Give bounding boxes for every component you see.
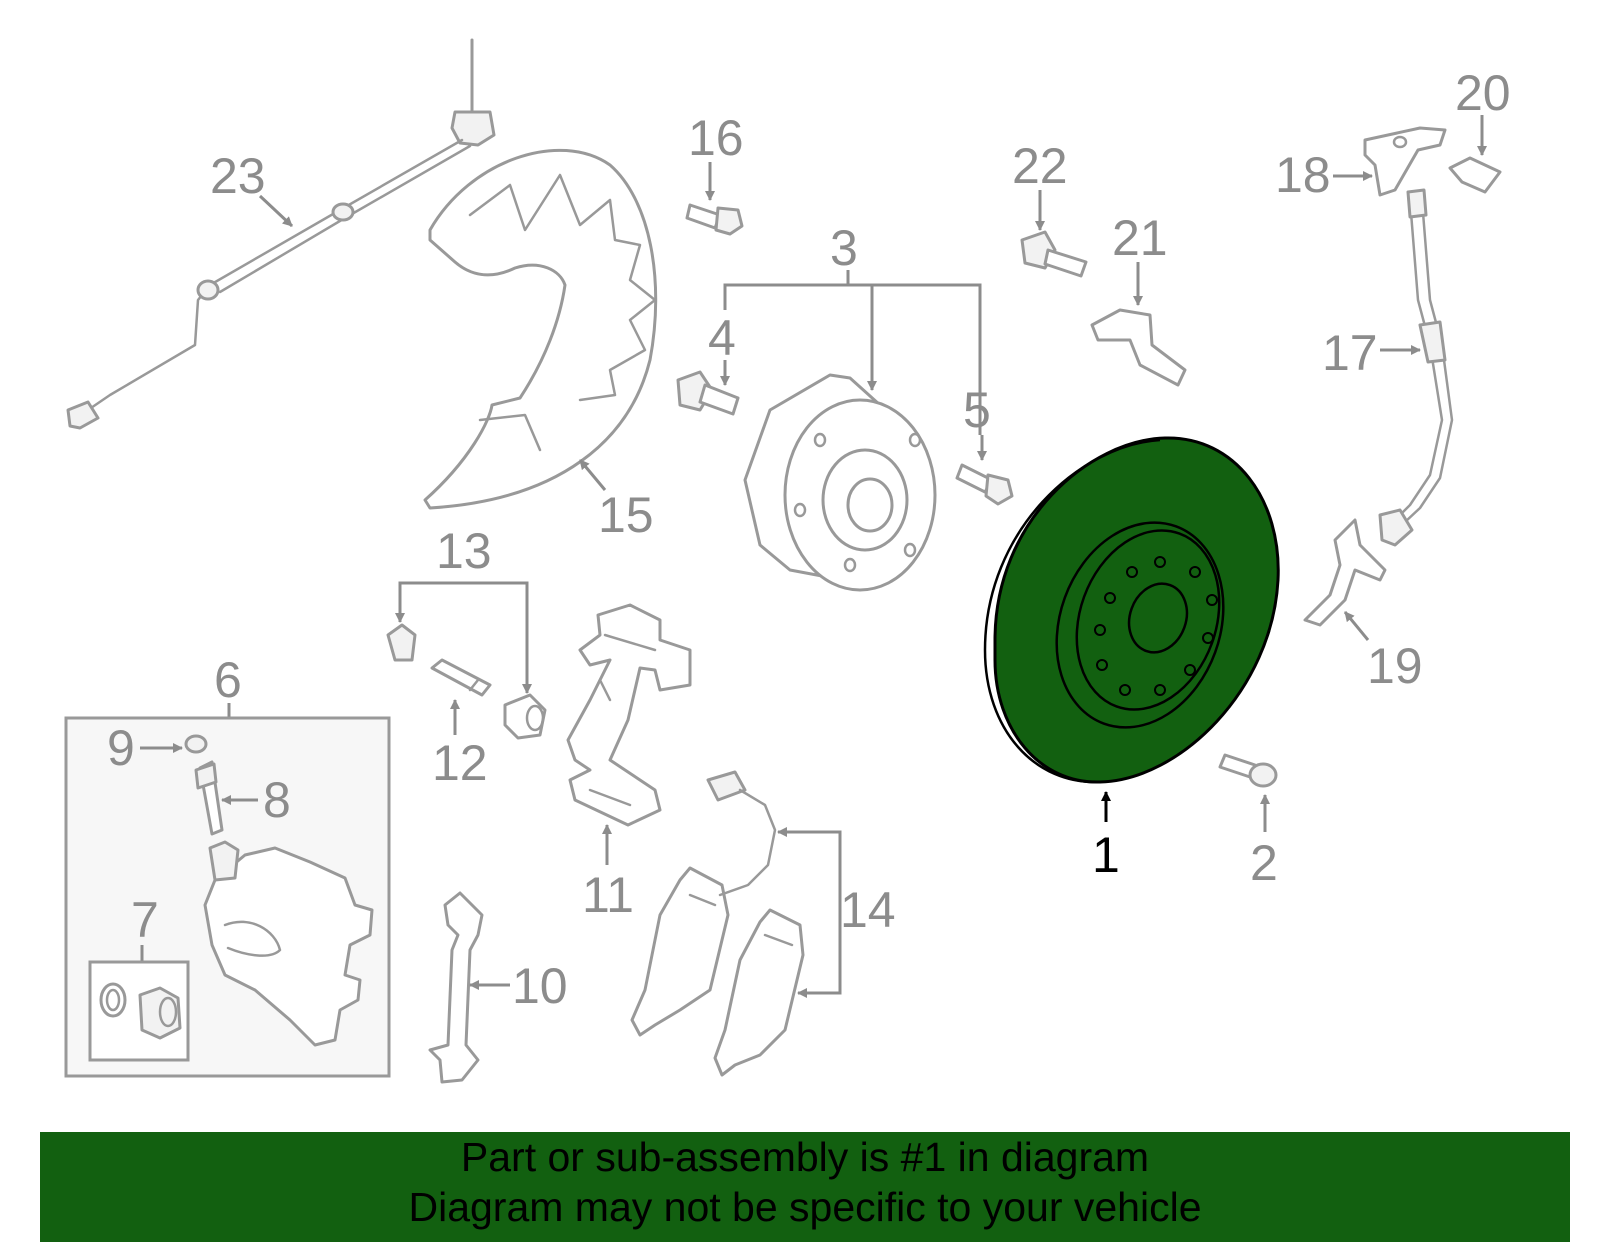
label-5[interactable]: 5 [963, 382, 991, 438]
label-20[interactable]: 20 [1455, 65, 1511, 121]
label-12[interactable]: 12 [432, 735, 488, 791]
label-17[interactable]: 17 [1322, 325, 1378, 381]
part-12-guide-pin[interactable] [430, 658, 492, 697]
part-15-brake-dust-shield[interactable] [423, 148, 658, 510]
part-1-brake-rotor[interactable] [983, 436, 1280, 784]
part-14-brake-pads[interactable] [630, 770, 805, 1077]
label-7[interactable]: 7 [131, 892, 159, 948]
part-18-hose-bracket[interactable] [1363, 126, 1447, 197]
part-3-wheel-hub-bearing[interactable] [743, 373, 937, 592]
part-21-bracket[interactable] [1090, 308, 1187, 387]
label-15[interactable]: 15 [598, 487, 654, 543]
part-8-bleeder-screw[interactable] [194, 760, 224, 836]
label-10[interactable]: 10 [512, 958, 568, 1014]
part-17-brake-hose[interactable] [1378, 188, 1454, 547]
label-8[interactable]: 8 [263, 772, 291, 828]
part-6-brake-caliper[interactable] [203, 840, 374, 1047]
label-13[interactable]: 13 [436, 523, 492, 579]
label-19[interactable]: 19 [1367, 638, 1423, 694]
part-16-bolt[interactable] [685, 203, 744, 236]
label-16[interactable]: 16 [688, 110, 744, 166]
part-2-rotor-screw[interactable] [1218, 753, 1278, 788]
banner-line-1: Part or sub-assembly is #1 in diagram [460, 1134, 1150, 1180]
label-11[interactable]: 11 [582, 867, 634, 923]
label-3[interactable]: 3 [830, 220, 858, 276]
part-5-bolt[interactable] [955, 463, 1014, 506]
label-22[interactable]: 22 [1012, 138, 1068, 194]
label-4[interactable]: 4 [708, 310, 736, 366]
label-9[interactable]: 9 [107, 720, 135, 776]
part-7-caliper-seal-kit[interactable] [99, 982, 182, 1040]
info-banner: Part or sub-assembly is #1 in diagram Di… [40, 1132, 1570, 1242]
banner-line-2: Diagram may not be specific to your vehi… [408, 1184, 1202, 1230]
label-18[interactable]: 18 [1275, 147, 1331, 203]
part-22-bolt[interactable] [1020, 230, 1088, 278]
part-11-caliper-bracket[interactable] [566, 603, 692, 827]
label-2[interactable]: 2 [1250, 835, 1278, 891]
part-19-hose-bracket[interactable] [1303, 518, 1387, 627]
part-20-clip[interactable] [1448, 156, 1502, 194]
part-9-bleeder-cap[interactable] [184, 734, 208, 754]
part-23-wheel-speed-sensor-cable[interactable] [66, 38, 496, 430]
part-4-bolt[interactable] [676, 370, 740, 416]
label-21[interactable]: 21 [1112, 210, 1168, 266]
label-23[interactable]: 23 [210, 148, 266, 204]
label-6[interactable]: 6 [214, 652, 242, 708]
label-1[interactable]: 1 [1092, 827, 1120, 883]
label-14[interactable]: 14 [840, 882, 896, 938]
part-10-anti-rattle-clip[interactable] [428, 891, 484, 1084]
part-13-guide-pin-boot[interactable] [386, 623, 547, 740]
